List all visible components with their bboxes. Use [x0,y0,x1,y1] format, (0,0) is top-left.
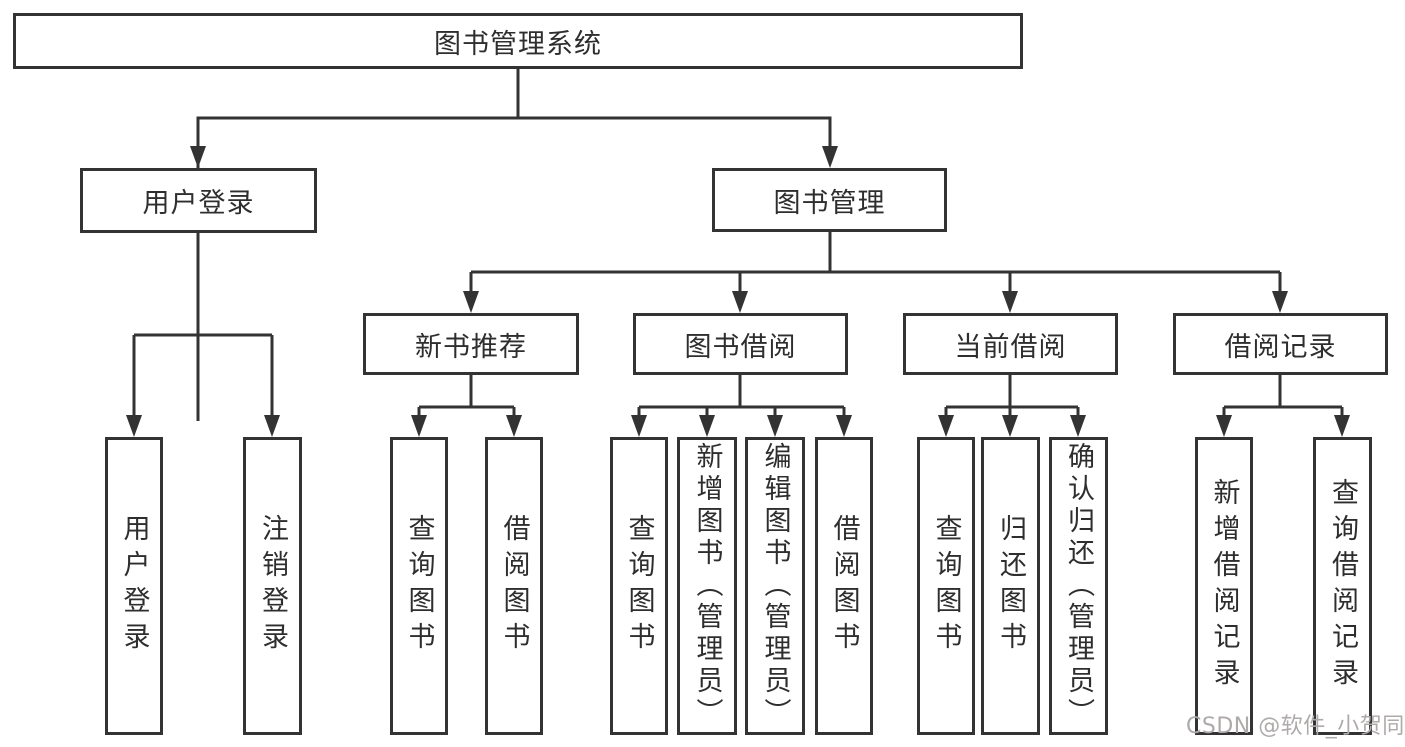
leaf-borrow-query-book-label: 查询图书 [623,514,655,658]
leaf-cur-return-book-label: 归还图书 [995,514,1026,658]
node-book-mgmt-label: 图书管理 [773,187,886,219]
node-current-borrow: 当前借阅 [903,313,1118,375]
node-borrow-record-label: 借阅记录 [1224,331,1337,363]
leaf-user-login-label: 用户登录 [118,514,150,658]
leaf-cur-query-book-label: 查询图书 [930,514,962,658]
leaf-rec-query-book: 查询图书 [390,437,448,735]
leaf-borrow-add-book-label: 新增图书（管理员） [691,442,723,730]
connector-currentborrow-to-leaves [944,375,1080,421]
connector-userlogin-to-leaves [132,233,274,421]
leaf-cur-confirm-return: 确认归还（管理员） [1049,437,1108,735]
leaf-user-login: 用户登录 [105,437,163,735]
connector-newbookrec-to-leaves [417,375,516,421]
leaf-borrow-edit-book: 编辑图书（管理员） [745,437,805,735]
leaf-borrow-add-book: 新增图书（管理员） [677,437,737,735]
node-book-borrow-label: 图书借阅 [684,331,797,363]
leaf-rec2-query-record-label: 查询借阅记录 [1327,478,1358,694]
node-user-login-label: 用户登录 [142,188,255,219]
node-new-book-rec-label: 新书推荐 [415,331,527,363]
node-user-login: 用户登录 [80,168,317,233]
node-root: 图书管理系统 [13,13,1023,69]
leaf-rec-query-book-label: 查询图书 [403,514,435,658]
node-book-borrow: 图书借阅 [633,313,848,375]
node-current-borrow-label: 当前借阅 [954,331,1067,363]
leaf-rec2-add-record-label: 新增借阅记录 [1208,478,1240,694]
leaf-logout-label: 注销登录 [257,514,288,658]
node-new-book-rec: 新书推荐 [363,313,579,375]
leaf-cur-query-book: 查询图书 [917,437,975,735]
csdn-watermark: CSDN @软件_小贺同学 [1186,714,1405,739]
leaf-rec-borrow-book: 借阅图书 [485,437,543,735]
leaf-logout: 注销登录 [243,437,302,735]
leaf-rec-borrow-book-label: 借阅图书 [498,514,530,658]
arrowheads [126,146,1350,437]
connector-root-to-level2 [196,69,832,421]
leaf-cur-confirm-return-label: 确认归还（管理员） [1063,442,1094,730]
leaf-borrow-edit-book-label: 编辑图书（管理员） [759,442,791,730]
connector-borrowrecord-to-leaves [1222,375,1344,421]
node-root-label: 图书管理系统 [434,28,602,60]
leaf-rec2-query-record: 查询借阅记录 [1313,437,1372,735]
leaf-cur-return-book: 归还图书 [981,437,1040,735]
connector-bookmgmt-to-level3 [469,232,1282,295]
connector-bookborrow-to-leaves [637,375,846,421]
leaf-borrow-query-book: 查询图书 [610,437,668,735]
node-borrow-record: 借阅记录 [1173,313,1388,375]
node-book-mgmt: 图书管理 [712,168,947,232]
leaf-borrow-borrow-book: 借阅图书 [815,437,873,735]
leaf-borrow-borrow-book-label: 借阅图书 [828,514,860,658]
leaf-rec2-add-record: 新增借阅记录 [1195,437,1253,735]
